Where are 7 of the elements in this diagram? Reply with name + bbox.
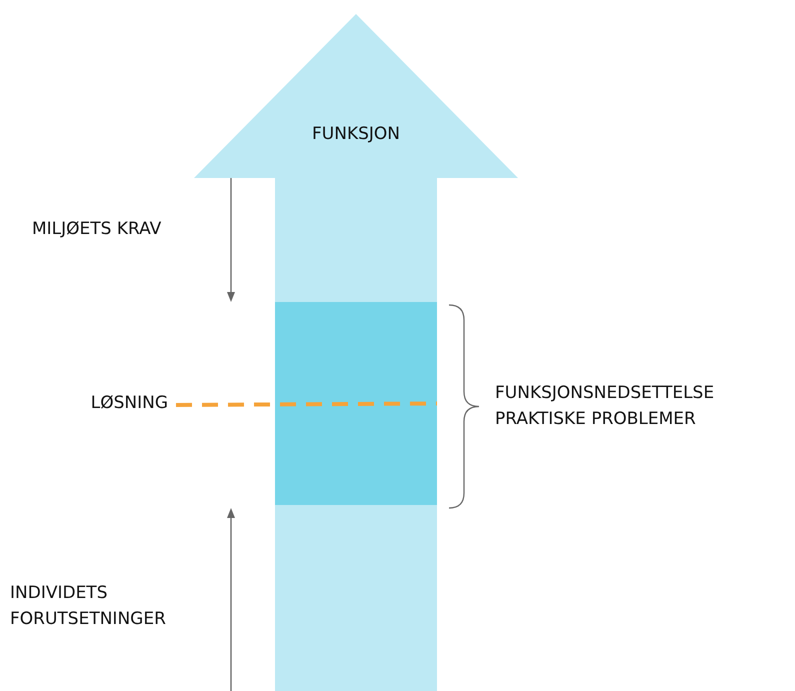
highlight-band <box>275 302 437 505</box>
arrow-title: FUNKSJON <box>311 124 401 144</box>
brace-caption: FUNKSJONSNEDSETTELSE PRAKTISKE PROBLEMER <box>495 382 716 430</box>
side-label: MILJØETS KRAV <box>32 218 162 241</box>
node-label: LØSNING <box>90 393 168 413</box>
side-label: INDIVIDETS FORUTSETNINGER <box>10 582 167 631</box>
dashed-line <box>176 402 438 407</box>
